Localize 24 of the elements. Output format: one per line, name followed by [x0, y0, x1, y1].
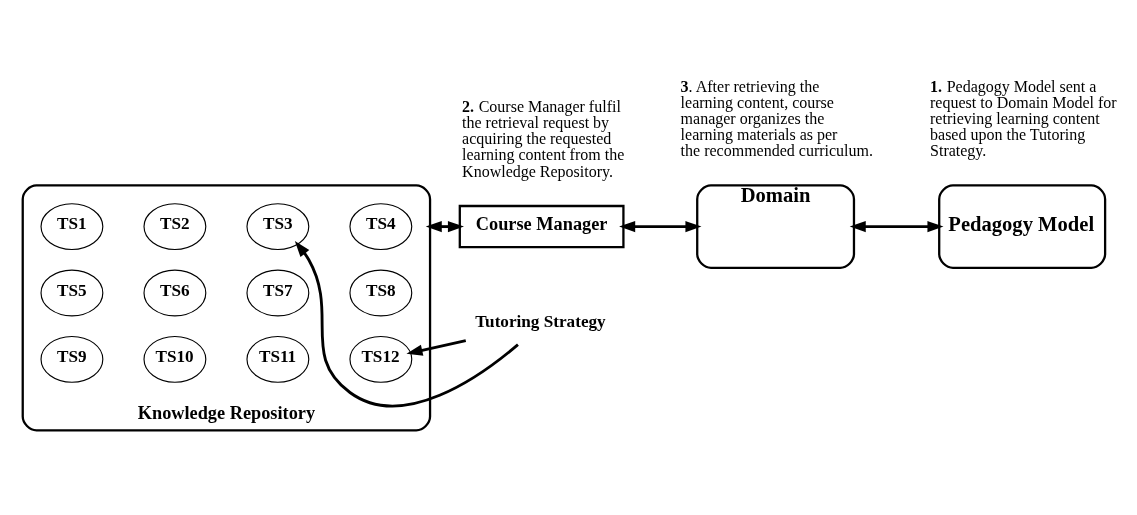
- node-text: Tutoring Strategy: [475, 311, 606, 331]
- node-box: Course Manager: [458, 204, 625, 249]
- node-ellipse: TS12: [349, 335, 413, 383]
- node-ellipse: TS8: [349, 269, 413, 317]
- node-ellipse: TS9: [40, 335, 104, 383]
- arrow: [619, 221, 702, 233]
- arrow: [425, 221, 464, 233]
- arrow: [849, 221, 944, 233]
- label: 1. Pedagogy Model sent a request to Domain Model for retrieving learning content based upon the Tutoring Strategy.: [930, 77, 1117, 159]
- node-ellipse: TS11: [246, 335, 310, 383]
- node-ellipse: TS3: [246, 203, 310, 251]
- node-box: Domain: [696, 184, 856, 269]
- node-ellipse: TS1: [40, 203, 104, 251]
- node-ellipse: TS10: [143, 335, 207, 383]
- label: 3. After retrieving the learning content, course manager organizes the learning materials as per the recommended curriculum.: [680, 77, 873, 159]
- node-ellipse: TS7: [246, 269, 310, 317]
- arrow: [406, 339, 467, 356]
- label: 2. Course Manager fulfil the retrieval request by acquiring the requested learning content from the Knowledge Repository.: [462, 98, 625, 180]
- node-ellipse: TS2: [143, 203, 207, 251]
- node-ellipse: TS6: [143, 269, 207, 317]
- node-ellipse: TS4: [349, 203, 413, 251]
- node-box: Pedagogy Model: [938, 184, 1107, 269]
- arrow: [294, 241, 519, 408]
- node-ellipse: TS5: [40, 269, 104, 317]
